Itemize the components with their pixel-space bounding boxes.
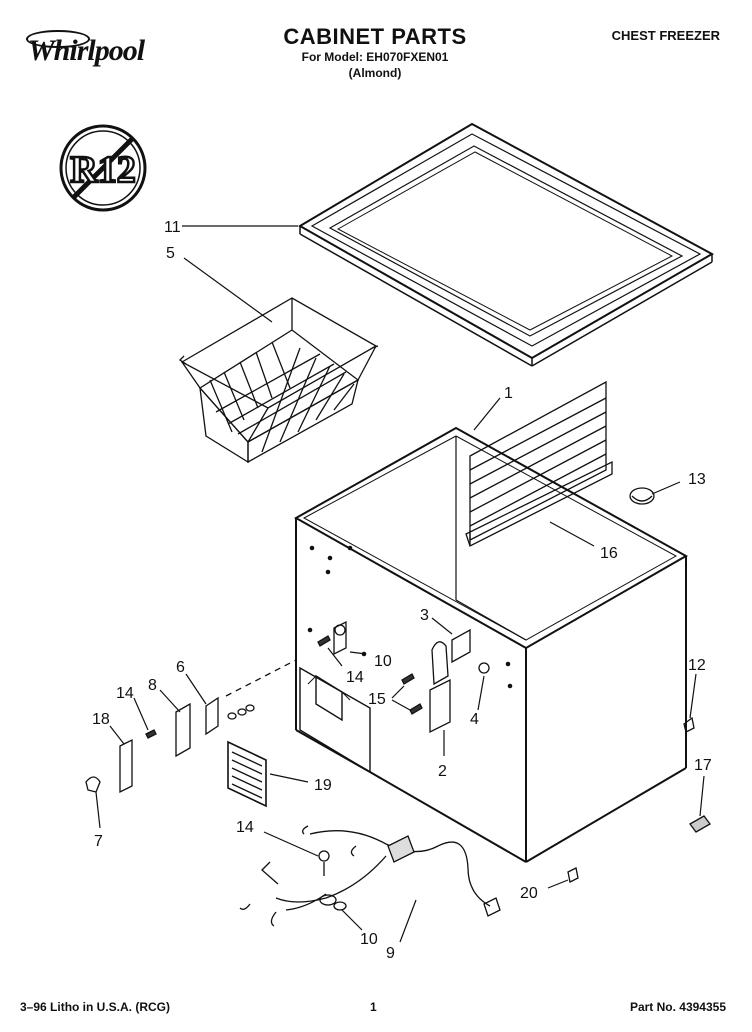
callout-10: 10 bbox=[374, 653, 392, 670]
callout-16: 16 bbox=[600, 545, 618, 562]
callout-10b: 10 bbox=[360, 931, 378, 948]
callout-6: 6 bbox=[176, 659, 185, 676]
leader-lines bbox=[95, 225, 705, 943]
callout-15: 15 bbox=[368, 691, 386, 708]
model-line: For Model: EH070FXEN01 bbox=[301, 50, 449, 64]
wire-basket bbox=[178, 297, 379, 464]
callout-18: 18 bbox=[92, 711, 110, 728]
r12-badge: R12 bbox=[59, 124, 147, 212]
wiring-harness bbox=[239, 825, 501, 927]
callout-12: 12 bbox=[688, 657, 706, 674]
callout-5: 5 bbox=[166, 245, 175, 262]
page-title: CABINET PARTS bbox=[283, 24, 467, 49]
color-line: (Almond) bbox=[348, 66, 402, 80]
callout-7: 7 bbox=[94, 833, 103, 850]
cabinet bbox=[293, 426, 689, 863]
callout-19: 19 bbox=[314, 777, 332, 794]
callout-labels: 11 5 1 13 16 3 10 14 12 6 8 14 18 15 4 2… bbox=[92, 219, 712, 962]
litho-note: 3–96 Litho in U.S.A. (RCG) bbox=[20, 1000, 171, 1014]
page-number: 1 bbox=[370, 1000, 377, 1014]
callout-11: 11 bbox=[164, 219, 181, 236]
brand-logo: Whirlpool bbox=[28, 34, 145, 67]
callout-14c: 14 bbox=[236, 819, 254, 836]
callout-14: 14 bbox=[346, 669, 364, 686]
product-type: CHEST FREEZER bbox=[611, 28, 720, 43]
lid-gasket bbox=[298, 122, 715, 367]
callout-9: 9 bbox=[386, 945, 395, 962]
r12-badge-text: R12 bbox=[70, 149, 135, 191]
callout-13: 13 bbox=[688, 471, 706, 488]
divider-panel bbox=[465, 380, 613, 547]
callout-20: 20 bbox=[520, 885, 538, 902]
callout-2: 2 bbox=[438, 763, 447, 780]
callout-14b: 14 bbox=[116, 685, 134, 702]
part-number: Part No. 4394355 bbox=[629, 1000, 726, 1014]
brand-logo-oval bbox=[26, 30, 90, 48]
callout-8: 8 bbox=[148, 677, 157, 694]
callout-4: 4 bbox=[470, 711, 479, 728]
callout-17: 17 bbox=[694, 757, 712, 774]
small-parts bbox=[85, 487, 711, 883]
callout-1: 1 bbox=[504, 385, 513, 402]
callout-3: 3 bbox=[420, 607, 429, 624]
